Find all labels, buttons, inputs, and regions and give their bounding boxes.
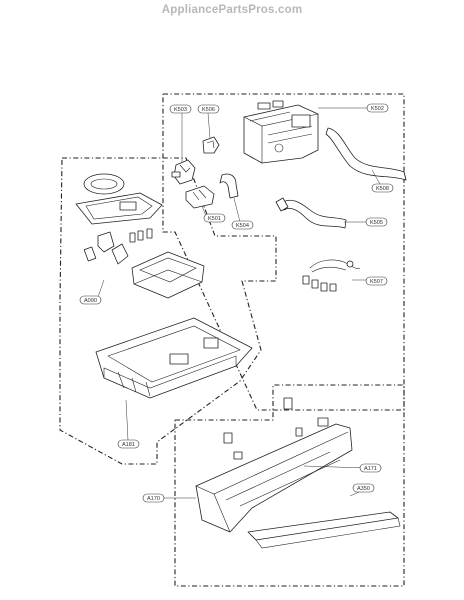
- left-group-outline: [59, 157, 277, 465]
- callout-a090-text: A090: [84, 298, 97, 304]
- callout-a170-text: A170: [147, 496, 160, 502]
- part-k501-switch: [185, 185, 215, 209]
- callout-k508: K508: [371, 183, 394, 193]
- callout-k502-text: K502: [371, 106, 384, 112]
- callout-a350-text: A350: [357, 486, 370, 492]
- part-a350-rail: [247, 511, 401, 549]
- leader-lines: [97, 107, 381, 499]
- callout-k504-text: K504: [236, 223, 249, 229]
- callout-k505-text: K505: [370, 220, 383, 226]
- callout-k503: K503: [169, 104, 192, 114]
- part-k508-hose: [325, 127, 407, 181]
- part-k506-bracket: [202, 136, 220, 154]
- callout-a171: A171: [359, 463, 382, 473]
- part-k504-elbow-hose: [219, 173, 239, 199]
- upper-group-outline: [162, 93, 405, 411]
- callout-a181: A181: [117, 439, 140, 449]
- part-a090-detergent-set: [75, 173, 205, 299]
- part-k502-dispenser-housing: [243, 100, 319, 164]
- callout-a090: A090: [79, 295, 102, 305]
- callout-k504: K504: [231, 220, 254, 230]
- callout-a181-text: A181: [122, 442, 135, 448]
- callout-k502: K502: [366, 103, 389, 113]
- callout-k505: K505: [365, 217, 388, 227]
- part-a181-tray: [95, 317, 253, 399]
- part-k507-wiring-harness: [302, 259, 361, 292]
- callout-k506: K506: [197, 104, 220, 114]
- callout-a171-text: A171: [364, 466, 377, 472]
- callout-a350: A350: [352, 483, 375, 493]
- assembly-outlines: [59, 93, 405, 587]
- part-k503-valve: [171, 159, 196, 185]
- callout-k503-text: K503: [174, 107, 187, 113]
- callout-k507: K507: [365, 276, 388, 286]
- lower-group-outline: [174, 384, 405, 587]
- callout-k506-text: K506: [202, 107, 215, 113]
- callout-k508-text: K508: [376, 186, 389, 192]
- part-k505-hose: [275, 197, 347, 229]
- callout-k507-text: K507: [370, 279, 383, 285]
- watermark-text: AppliancePartsPros.com: [161, 4, 303, 16]
- callout-k501: K501: [203, 213, 226, 223]
- callout-a170: A170: [142, 493, 165, 503]
- part-a170-base: [195, 397, 353, 533]
- callout-k501-text: K501: [208, 216, 221, 222]
